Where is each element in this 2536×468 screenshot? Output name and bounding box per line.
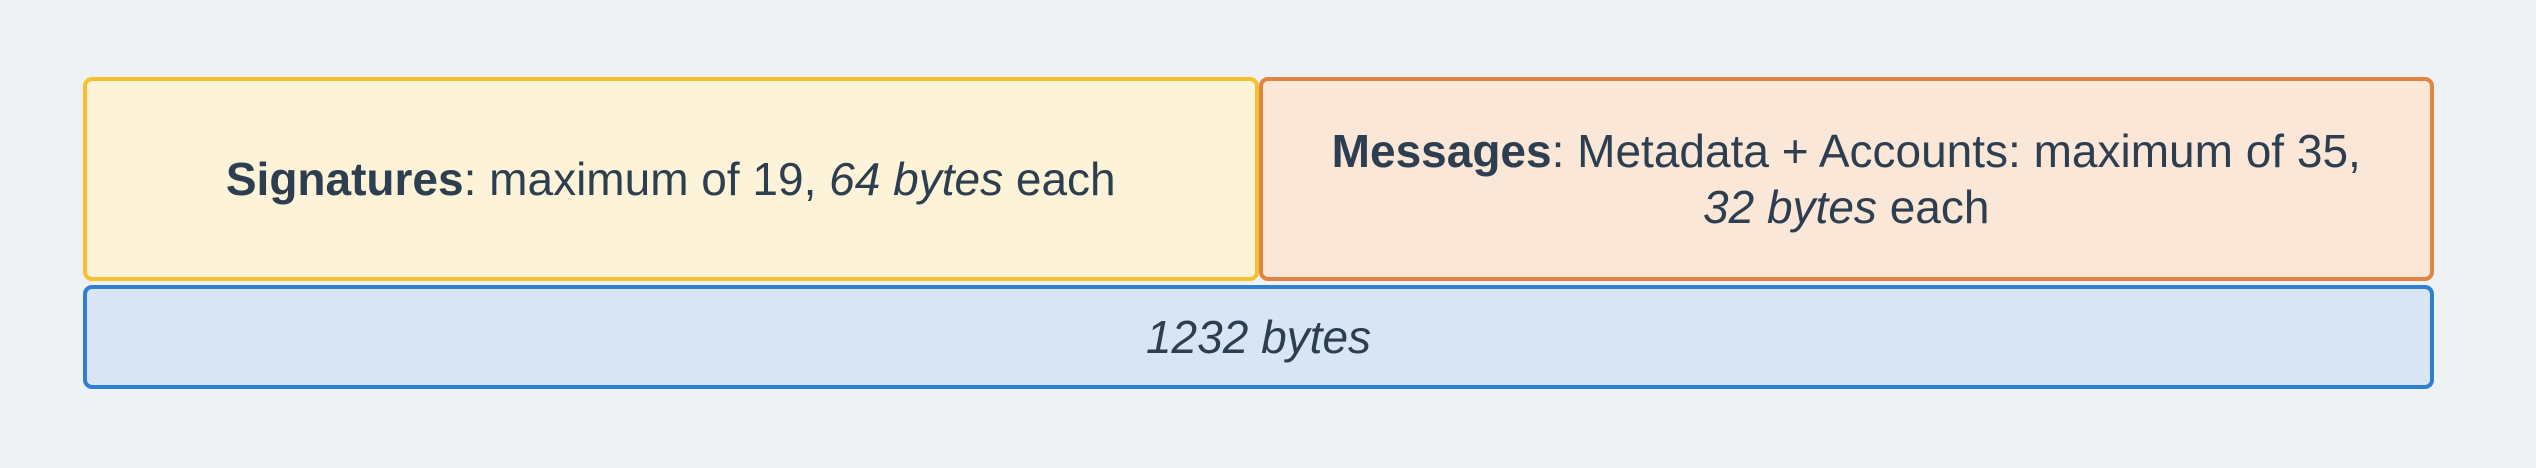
- messages-box-line1-regular: : Metadata + Accounts: maximum of 35,: [1551, 124, 2361, 177]
- total-bytes-bar: 1232 bytes: [83, 285, 2434, 389]
- messages-box: Messages: Metadata + Accounts: maximum o…: [1258, 77, 2434, 281]
- signatures-box-text-italic: 64 bytes: [829, 152, 1004, 205]
- signatures-box-text-suffix: each: [1003, 152, 1116, 205]
- signatures-box-text: Signatures: maximum of 19, 64 bytes each: [226, 151, 1116, 207]
- signatures-box-text-regular: : maximum of 19,: [463, 152, 830, 205]
- signatures-box-title: Signatures: [225, 152, 464, 205]
- messages-box-title: Messages: [1331, 124, 1552, 177]
- messages-box-line1: Messages: Metadata + Accounts: maximum o…: [1332, 123, 2361, 179]
- top-row: Signatures: maximum of 19, 64 bytes each…: [83, 77, 2434, 281]
- messages-box-text: Messages: Metadata + Accounts: maximum o…: [1332, 123, 2361, 235]
- byte-layout-diagram: Signatures: maximum of 19, 64 bytes each…: [83, 77, 2434, 389]
- signatures-box: Signatures: maximum of 19, 64 bytes each: [83, 77, 1259, 281]
- messages-box-line2-suffix: each: [1876, 181, 1990, 233]
- messages-box-line2: 32 bytes each: [1332, 179, 2361, 235]
- total-bytes-label: 1232 bytes: [1145, 311, 1372, 363]
- messages-box-line2-italic: 32 bytes: [1703, 181, 1877, 233]
